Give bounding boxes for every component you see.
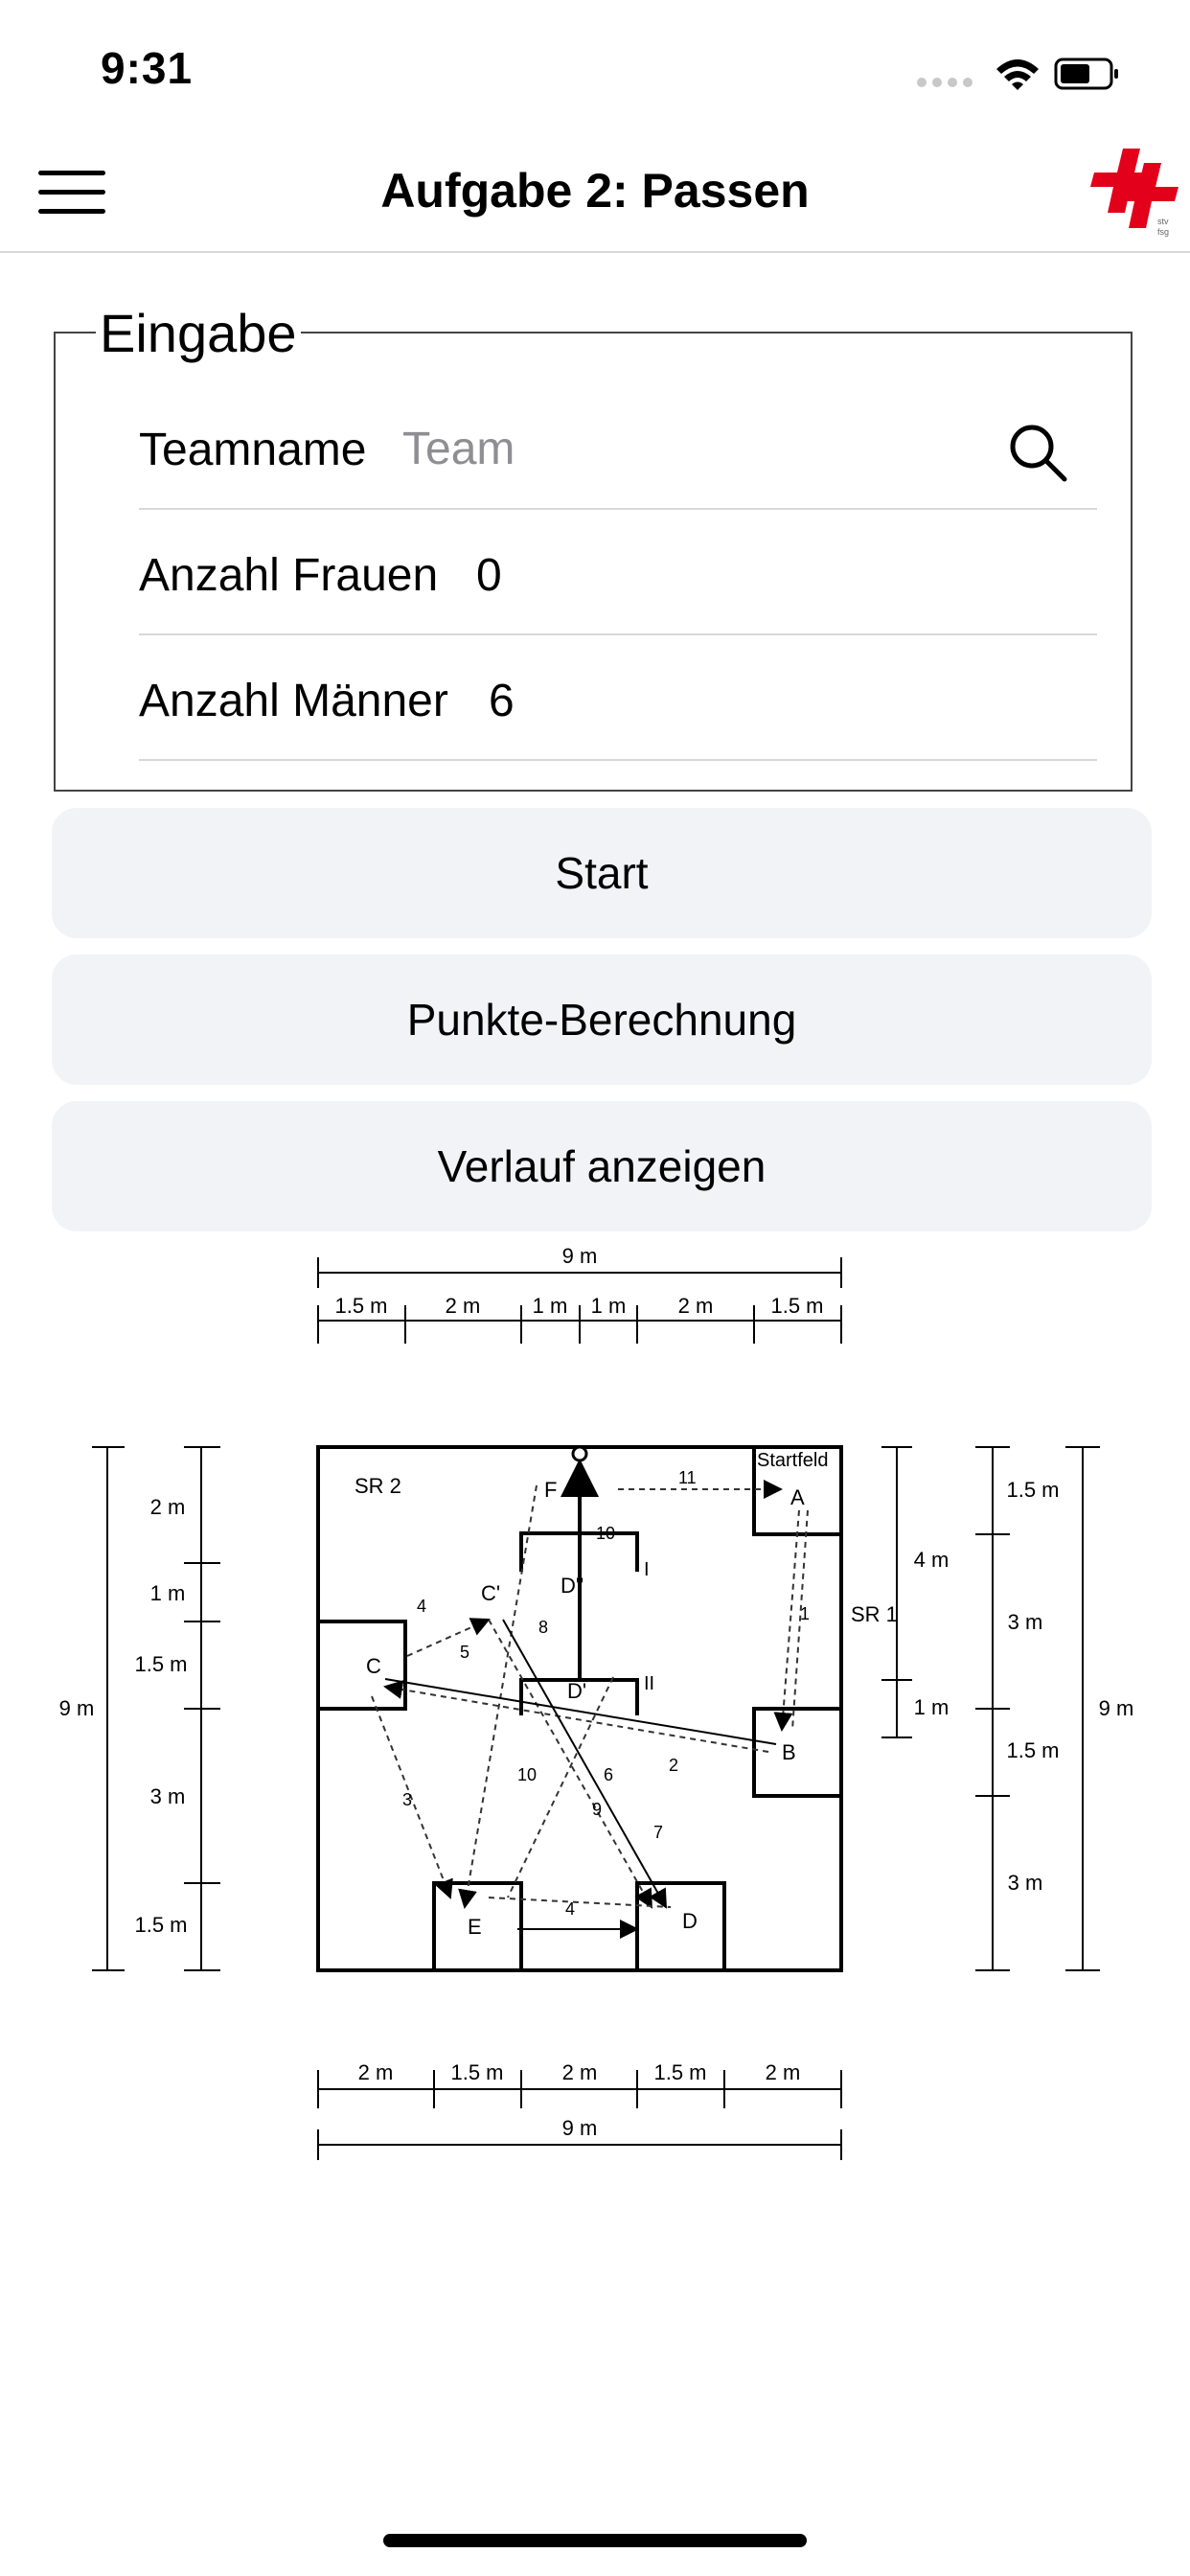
men-count-value[interactable]: 6 <box>489 676 515 726</box>
dim-bottom-seg-3: 2 m <box>562 2060 598 2084</box>
cellular-signal-icon <box>917 78 973 87</box>
team-name-input[interactable] <box>402 420 939 477</box>
dim-top-seg-4: 1 m <box>591 1294 627 1318</box>
pass-number-5: 5 <box>460 1643 469 1662</box>
swiss-cross-logo-icon: stv fsg <box>1090 149 1179 237</box>
women-label: Anzahl Frauen <box>139 550 439 601</box>
pass-number-4a: 4 <box>417 1597 426 1616</box>
svg-text:fsg: fsg <box>1157 227 1169 237</box>
pass-number-4b: 4 <box>565 1899 575 1919</box>
pass-number-10b: 10 <box>517 1765 537 1784</box>
men-label: Anzahl Männer <box>139 676 448 726</box>
pass-number-11: 11 <box>678 1468 697 1487</box>
status-icons <box>917 58 1118 90</box>
dim-top-seg-6: 1.5 m <box>770 1294 823 1318</box>
women-count-value[interactable]: 0 <box>476 550 502 601</box>
dim-top-seg-2: 2 m <box>446 1294 481 1318</box>
dim-right-total: 9 m <box>1099 1696 1134 1720</box>
dim-right-outer-1: 1.5 m <box>1006 1478 1059 1502</box>
dim-bottom-total: 9 m <box>562 2116 598 2140</box>
dim-top-seg-3: 1 m <box>533 1294 568 1318</box>
status-bar: 9:31 <box>0 0 1190 134</box>
dim-top-seg-1: 1.5 m <box>334 1294 387 1318</box>
dim-right-inner-2: 1 m <box>914 1695 950 1719</box>
pass-number-7: 7 <box>653 1823 663 1842</box>
dim-left-seg-1: 2 m <box>150 1495 186 1519</box>
dim-bottom-seg-5: 2 m <box>766 2060 801 2084</box>
team-row: Teamname <box>139 385 1097 510</box>
hamburger-menu-icon[interactable] <box>38 171 105 215</box>
dim-left-seg-2: 1 m <box>150 1581 186 1605</box>
pass-number-2: 2 <box>669 1756 678 1775</box>
team-label: Teamname <box>139 425 367 475</box>
dim-top-seg-5: 2 m <box>678 1294 714 1318</box>
points-calculation-button[interactable]: Punkte-Berechnung <box>52 954 1152 1085</box>
input-fieldset <box>54 332 1133 792</box>
point-a: A <box>790 1485 805 1509</box>
pass-number-3: 3 <box>402 1790 412 1809</box>
point-b: B <box>782 1740 796 1764</box>
dim-right-outer-4: 3 m <box>1008 1871 1043 1895</box>
status-time: 9:31 <box>101 43 194 93</box>
dim-left-total: 9 m <box>59 1696 95 1720</box>
point-e: E <box>468 1915 482 1939</box>
dim-right-inner-1: 4 m <box>914 1548 950 1572</box>
pass-number-6: 6 <box>604 1765 613 1784</box>
pass-number-8: 8 <box>538 1618 548 1637</box>
pass-number-1: 1 <box>800 1604 810 1623</box>
point-f: F <box>544 1478 557 1502</box>
dim-left-seg-4: 3 m <box>150 1784 186 1808</box>
pass-number-9: 9 <box>592 1800 602 1819</box>
field-diagram: 9 m 1.5 m 2 m 1 m 1 m 2 m 1.5 m SR <box>59 1244 1134 2160</box>
marker-i: I <box>644 1559 650 1580</box>
dim-right-outer-3: 1.5 m <box>1006 1738 1059 1762</box>
navigation-bar: Aufgabe 2: Passen stv fsg <box>0 134 1190 253</box>
zone-label-sr2: SR 2 <box>355 1474 401 1498</box>
search-icon[interactable] <box>1007 422 1068 483</box>
point-d-prime: D' <box>567 1679 586 1703</box>
point-c-prime: C' <box>481 1581 500 1605</box>
page-title: Aufgabe 2: Passen <box>380 164 810 218</box>
show-history-button[interactable]: Verlauf anzeigen <box>52 1101 1152 1231</box>
point-c: C <box>366 1654 381 1678</box>
start-button[interactable]: Start <box>52 808 1152 938</box>
dim-top-total: 9 m <box>562 1244 598 1268</box>
fieldset-legend: Eingabe <box>96 305 301 362</box>
dim-bottom-seg-2: 1.5 m <box>450 2060 503 2084</box>
wifi-icon <box>996 59 1039 90</box>
svg-text:stv: stv <box>1157 217 1169 226</box>
dim-bottom-seg-4: 1.5 m <box>653 2060 706 2084</box>
home-indicator <box>383 2534 807 2547</box>
men-row: Anzahl Männer 6 <box>139 636 1097 761</box>
women-row: Anzahl Frauen 0 <box>139 511 1097 635</box>
battery-icon <box>1054 58 1118 90</box>
dim-left-seg-3: 1.5 m <box>134 1652 187 1676</box>
dim-right-outer-2: 3 m <box>1008 1610 1043 1634</box>
marker-ii: II <box>644 1673 654 1694</box>
point-d-double-prime: D'' <box>561 1574 584 1598</box>
zone-label-sr1: SR 1 <box>851 1602 898 1626</box>
point-d: D <box>682 1909 698 1933</box>
dim-bottom-seg-1: 2 m <box>358 2060 394 2084</box>
zone-label-startfeld: Startfeld <box>757 1450 828 1471</box>
pass-number-10a: 10 <box>596 1524 615 1543</box>
dim-left-seg-5: 1.5 m <box>134 1913 187 1937</box>
